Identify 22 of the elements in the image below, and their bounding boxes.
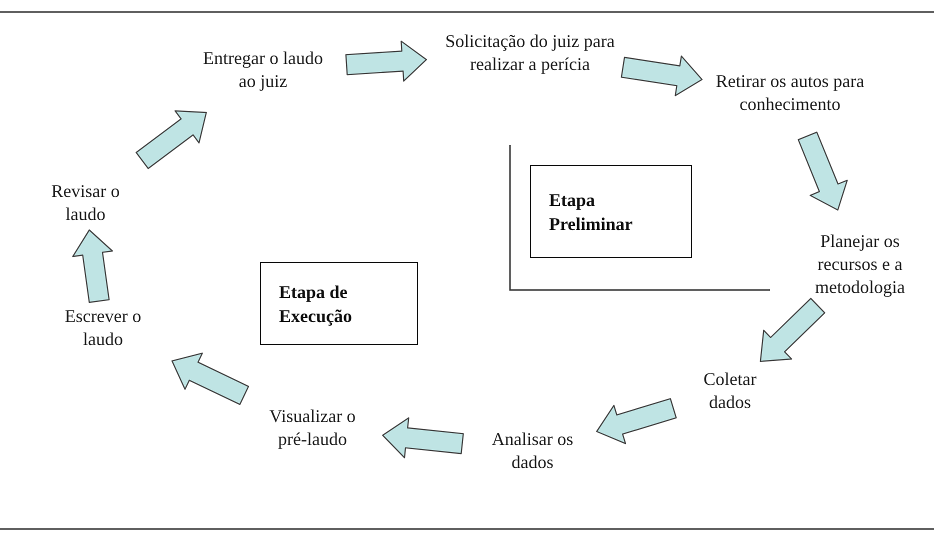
block-arrow xyxy=(596,398,677,444)
stage-box xyxy=(530,165,692,258)
step-label: Analisar os dados xyxy=(485,428,580,474)
block-arrow xyxy=(798,132,848,211)
step-label: Coletar dados xyxy=(690,368,770,414)
block-arrow xyxy=(620,56,703,96)
stage-label: Etapa de Execução xyxy=(279,280,353,328)
step-label: Entregar o laudo ao juiz xyxy=(198,47,328,93)
stage-label: Etapa Preliminar xyxy=(549,188,634,236)
step-label: Solicitação do juiz para realizar a perícia xyxy=(445,30,615,76)
block-arrow xyxy=(382,417,464,458)
block-arrow xyxy=(345,40,427,82)
block-arrow xyxy=(171,352,250,405)
stage-box xyxy=(260,262,418,345)
step-label: Revisar o laudo xyxy=(38,180,133,226)
step-label: Escrever o laudo xyxy=(48,305,158,351)
block-arrow xyxy=(760,298,826,362)
step-label: Planejar os recursos e a metodologia xyxy=(795,230,925,299)
step-label: Retirar os autos para conhecimento xyxy=(710,70,870,116)
block-arrow xyxy=(72,229,113,303)
step-label: Visualizar o pré-laudo xyxy=(265,405,360,451)
block-arrow xyxy=(136,110,207,170)
